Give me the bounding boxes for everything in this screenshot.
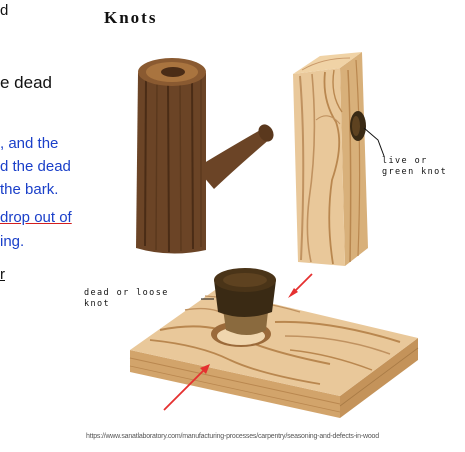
dead-knot-label-line-1: dead or loose: [84, 288, 169, 299]
timber-post-illustration: [293, 52, 384, 266]
live-knot-label-line-2: green knot: [382, 167, 447, 178]
dead-knot-label: dead or loose knot: [84, 288, 169, 310]
source-url: https://www.sanatlaboratory.com/manufact…: [0, 433, 465, 440]
wood-board-illustration: [130, 290, 418, 418]
dead-knot-label-line-2: knot: [84, 299, 169, 310]
live-knot-label-line-1: live or: [382, 156, 447, 167]
live-knot-label: live or green knot: [382, 156, 447, 178]
tree-trunk-illustration: [136, 58, 277, 254]
